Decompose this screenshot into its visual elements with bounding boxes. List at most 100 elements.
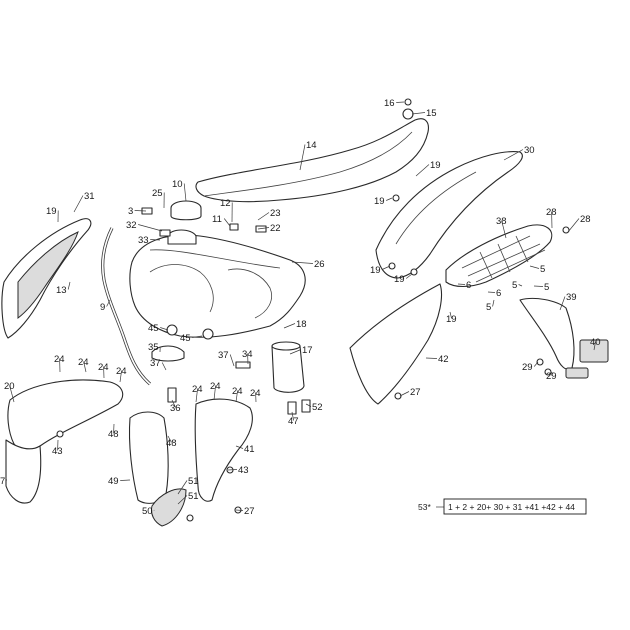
callout-24: 24 — [250, 388, 261, 399]
leader-line-51 — [177, 495, 188, 505]
leader-line-37 — [161, 362, 167, 371]
legend-ref: 53* — [418, 502, 431, 512]
leader-line-5 — [533, 285, 544, 287]
leader-line-31 — [73, 195, 84, 213]
callout-27: 27 — [410, 387, 421, 398]
rear-fender — [375, 151, 523, 279]
leader-line-14 — [299, 144, 306, 171]
callout-6: 6 — [466, 280, 471, 291]
leader-line-52 — [305, 403, 312, 407]
seat-edge — [203, 131, 413, 197]
mud-flap-guard — [151, 488, 187, 527]
callout-6: 6 — [496, 288, 501, 299]
leader-line-37 — [229, 354, 235, 367]
leader-line-19 — [415, 164, 430, 177]
callout-50: 50 — [142, 506, 153, 517]
leader-line-18 — [283, 323, 296, 329]
callout-31: 31 — [84, 191, 95, 202]
rack-grid — [461, 235, 546, 283]
leader-line-13 — [67, 281, 71, 290]
leader-line-26 — [291, 261, 314, 264]
callout-29: 29 — [546, 371, 557, 382]
leader-line-24 — [213, 385, 216, 401]
fuel-tank-inner — [149, 264, 214, 313]
leader-line-47 — [291, 411, 294, 421]
leader-line-17 — [289, 349, 302, 355]
breather-hose-core — [101, 227, 151, 385]
callout-35: 35 — [148, 342, 159, 353]
callout-45: 45 — [148, 323, 159, 334]
reflector-40 — [579, 339, 609, 363]
leader-line-43 — [227, 469, 238, 471]
callout-43: 43 — [52, 446, 63, 457]
callout-16: 16 — [384, 98, 395, 109]
fuel-tank-inner-2 — [227, 268, 272, 319]
callout-51: 51 — [188, 476, 199, 487]
leader-line-48 — [167, 435, 172, 443]
callout-24: 24 — [78, 357, 89, 368]
callout-51: 51 — [188, 491, 199, 502]
callout-43: 43 — [238, 465, 249, 476]
callout-38: 38 — [496, 216, 507, 227]
leader-line-40 — [593, 341, 596, 351]
left-side-cover — [7, 379, 124, 451]
callout-19: 19 — [430, 160, 441, 171]
callout-5: 5 — [512, 280, 517, 291]
callout-28: 28 — [546, 207, 557, 218]
leader-line-33 — [150, 239, 161, 241]
leader-line-16 — [396, 101, 405, 103]
callout-41: 41 — [244, 444, 255, 455]
callout-23: 23 — [270, 208, 281, 219]
callout-19: 19 — [394, 274, 405, 285]
callout-27: 27 — [244, 506, 255, 517]
callout-48: 48 — [108, 429, 119, 440]
legend-box — [443, 498, 587, 515]
callout-14: 14 — [306, 140, 317, 151]
reflector — [565, 367, 589, 379]
leader-line-19 — [405, 273, 413, 279]
callout-9: 9 — [100, 302, 105, 313]
fuel-pump-top — [271, 341, 301, 351]
callout-13: 13 — [56, 285, 67, 296]
callout-18: 18 — [296, 319, 307, 330]
callout-40: 40 — [590, 337, 601, 348]
leader-line-24 — [195, 388, 198, 403]
callout-29: 29 — [522, 362, 533, 373]
leader-line-28 — [567, 218, 580, 233]
callout-15: 15 — [426, 108, 437, 119]
callout-32: 32 — [126, 220, 137, 231]
leader-line-29 — [533, 361, 539, 367]
leader-line-39 — [559, 296, 566, 311]
callout-37: 37 — [218, 350, 229, 361]
leader-line-11 — [223, 218, 231, 227]
leader-line-49 — [120, 479, 131, 481]
callout-17: 17 — [302, 345, 313, 356]
leader-line-15 — [411, 112, 426, 115]
callout-33: 33 — [138, 235, 149, 246]
callout-47: 47 — [288, 416, 299, 427]
rear-side-panel — [349, 283, 443, 405]
fuel-tank — [129, 234, 306, 338]
leader-line-19 — [449, 311, 452, 319]
callout-42: 42 — [438, 354, 449, 365]
leader-line-24 — [235, 390, 238, 403]
callout-12: 12 — [220, 198, 231, 209]
callout-24: 24 — [210, 381, 221, 392]
leader-line-45 — [160, 327, 169, 331]
callout-19: 19 — [46, 206, 57, 217]
leader-line-24 — [83, 361, 87, 373]
callout-37: 37 — [150, 358, 161, 369]
left-side-cover-lower — [5, 439, 42, 504]
right-side-cover — [194, 398, 253, 502]
seat — [195, 118, 429, 203]
callout-3: 3 — [128, 206, 133, 217]
callout-5: 5 — [544, 282, 549, 293]
leader-line-30 — [503, 149, 524, 161]
callout-19: 19 — [446, 314, 457, 325]
leader-line-32 — [138, 224, 163, 232]
leader-line-20 — [9, 385, 15, 403]
callout-19: 19 — [370, 265, 381, 276]
callout-24: 24 — [232, 386, 243, 397]
callout-5: 5 — [540, 264, 545, 275]
